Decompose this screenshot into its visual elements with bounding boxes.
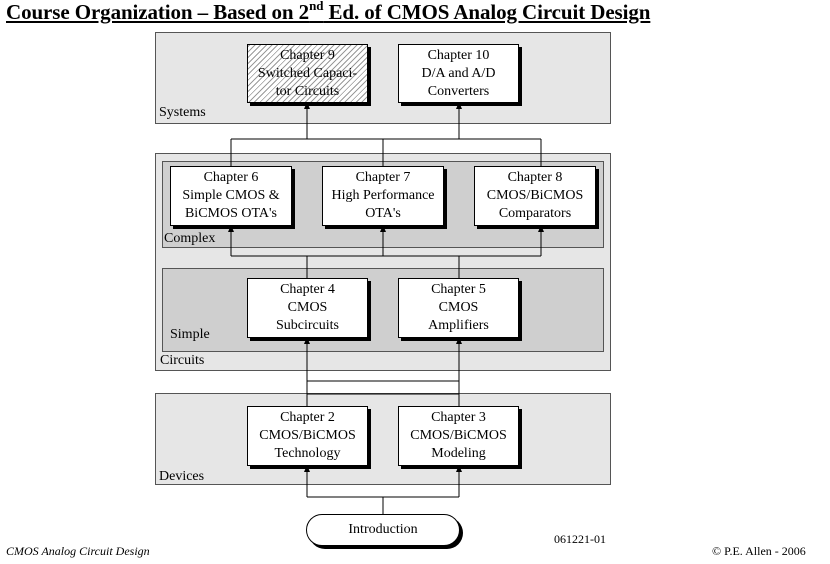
chapter-9-line-3: tor Circuits	[275, 83, 340, 99]
simple-label: Simple	[170, 327, 210, 342]
complex-label: Complex	[164, 231, 216, 246]
chapter-4-box: Chapter 4 CMOS Subcircuits	[247, 278, 368, 338]
chapter-2-box: Chapter 2 CMOS/BiCMOS Technology	[247, 406, 368, 466]
chapter-9-line-1: Chapter 9	[280, 47, 335, 63]
chapter-3-line-2: CMOS/BiCMOS	[410, 428, 507, 443]
page-title: Course Organization – Based on 2nd Ed. o…	[6, 0, 650, 25]
chapter-6-line-2: Simple CMOS &	[182, 188, 280, 203]
chapter-10-line-2: D/A and A/D	[421, 65, 496, 81]
chapter-3-box: Chapter 3 CMOS/BiCMOS Modeling	[398, 406, 519, 466]
chapter-6-line-1: Chapter 6	[203, 170, 259, 185]
chapter-10-line-3: Converters	[427, 83, 490, 99]
chapter-6-line-3: BiCMOS OTA's	[184, 206, 278, 221]
chapter-8-line-3: Comparators	[498, 206, 572, 221]
chapter-8-box: Chapter 8 CMOS/BiCMOS Comparators	[474, 166, 596, 226]
introduction-node: Introduction	[306, 514, 460, 546]
circuits-label: Circuits	[160, 353, 205, 368]
chapter-4-line-1: Chapter 4	[280, 282, 335, 297]
chapter-2-line-2: CMOS/BiCMOS	[259, 428, 356, 443]
footer-right: © P.E. Allen - 2006	[712, 544, 806, 558]
chapter-3-line-3: Modeling	[431, 446, 486, 461]
chapter-5-line-1: Chapter 5	[431, 282, 486, 297]
title-superscript: nd	[309, 0, 324, 13]
chapter-5-box: Chapter 5 CMOS Amplifiers	[398, 278, 519, 338]
systems-label: Systems	[159, 105, 206, 120]
chapter-2-line-1: Chapter 2	[280, 410, 335, 425]
chapter-7-line-3: OTA's	[365, 206, 401, 221]
title-rest: Ed. of CMOS Analog Circuit Design	[323, 0, 651, 24]
chapter-10-line-1: Chapter 10	[427, 47, 490, 63]
chapter-8-line-2: CMOS/BiCMOS	[486, 188, 584, 203]
chapter-3-line-1: Chapter 3	[431, 410, 486, 425]
footer-left: CMOS Analog Circuit Design	[6, 544, 150, 558]
chapter-4-line-2: CMOS	[287, 300, 328, 315]
chapter-2-line-3: Technology	[274, 446, 341, 461]
chapter-9-box: Chapter 9 Switched Capaci- tor Circuits	[247, 44, 368, 103]
systems-panel	[155, 32, 611, 124]
devices-label: Devices	[159, 469, 205, 484]
title-main: Course Organization – Based on 2	[6, 0, 310, 24]
chapter-5-line-2: CMOS	[438, 300, 479, 315]
chapter-9-line-2: Switched Capaci-	[257, 65, 358, 81]
chapter-7-box: Chapter 7 High Performance OTA's	[322, 166, 444, 226]
chapter-7-line-2: High Performance	[331, 188, 435, 203]
chapter-5-line-3: Amplifiers	[428, 318, 489, 333]
chapter-8-line-1: Chapter 8	[507, 170, 563, 185]
chapter-7-line-1: Chapter 7	[355, 170, 411, 185]
figure-id: 061221-01	[554, 532, 606, 546]
chapter-10-box: Chapter 10 D/A and A/D Converters	[398, 44, 519, 103]
chapter-4-line-3: Subcircuits	[276, 318, 339, 333]
simple-panel	[162, 268, 604, 352]
